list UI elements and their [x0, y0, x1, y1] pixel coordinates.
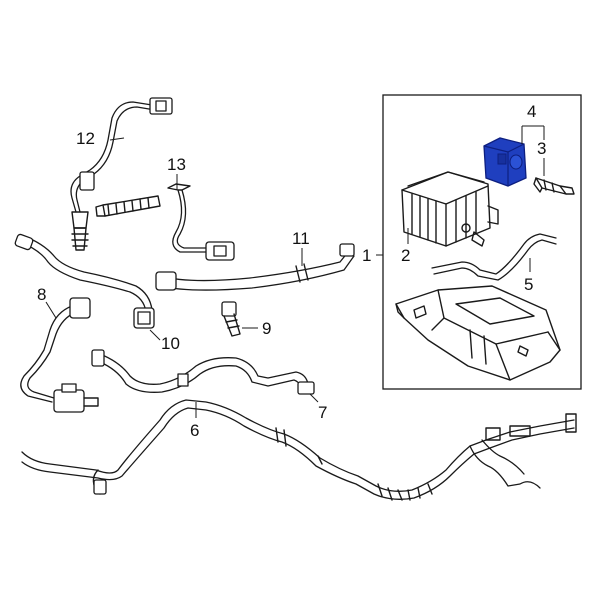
purge-valve-8[interactable] [20, 297, 99, 413]
vapor-line-6[interactable] [21, 399, 577, 501]
callout-2: 2 [401, 246, 410, 265]
callout-9: 9 [262, 319, 271, 338]
oxygen-sensor-downstream[interactable] [95, 183, 235, 261]
vent-valve-3[interactable] [533, 177, 575, 195]
callout-3: 3 [537, 139, 546, 158]
callout-11: 11 [292, 229, 310, 248]
evap-canister-2[interactable] [401, 171, 499, 247]
callout-4: 4 [527, 102, 536, 121]
callout-5: 5 [524, 275, 533, 294]
callout-6: 6 [190, 421, 199, 440]
callout-7: 7 [318, 403, 327, 422]
callout-12: 12 [76, 129, 95, 148]
callout-1: 1 [362, 246, 371, 265]
check-valve-9[interactable] [221, 301, 241, 337]
canister-vent-solenoid-4[interactable] [483, 137, 527, 187]
vapor-hose-7[interactable] [91, 349, 315, 395]
vent-hose-11[interactable] [155, 243, 355, 291]
canister-tray [395, 285, 561, 381]
purge-hose-10[interactable] [14, 233, 155, 329]
callout-13: 13 [167, 155, 186, 174]
vent-tube-5[interactable] [431, 233, 557, 281]
callout-8: 8 [37, 285, 46, 304]
inset-frame [382, 94, 582, 390]
oxygen-sensor-upstream[interactable] [70, 97, 173, 251]
callout-10: 10 [161, 334, 180, 353]
